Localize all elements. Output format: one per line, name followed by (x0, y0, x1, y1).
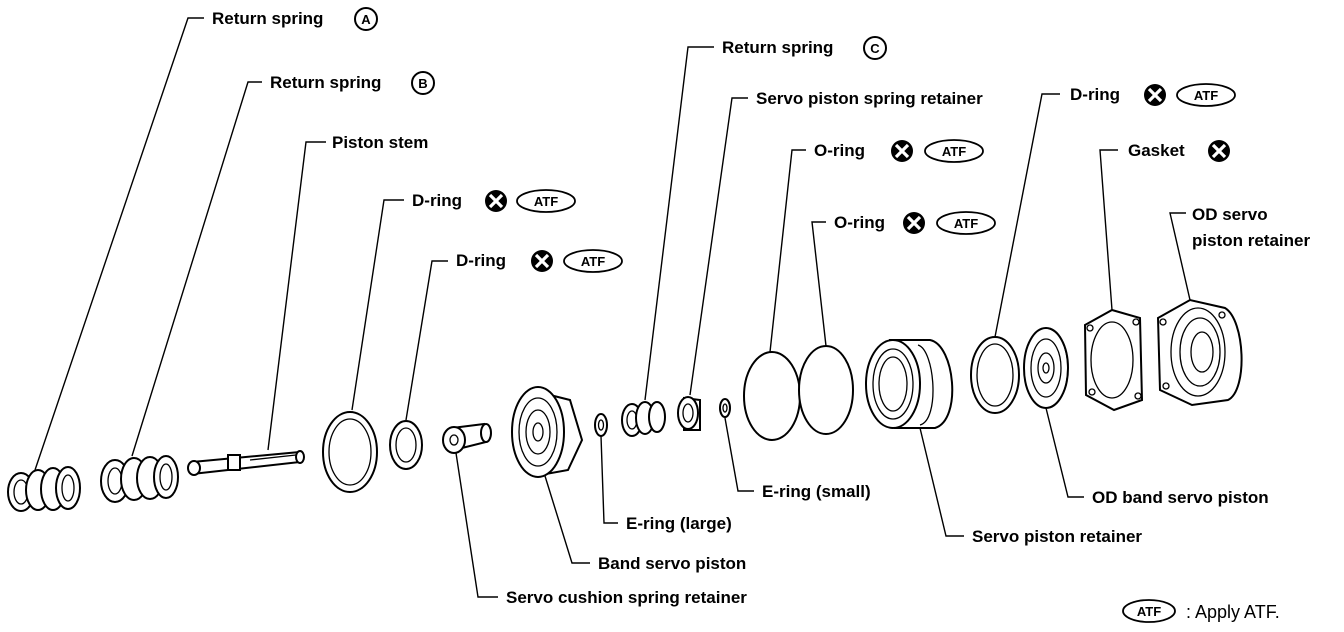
do-not-reuse-icon (1206, 138, 1232, 164)
legend: ATF : Apply ATF. (1122, 599, 1280, 623)
o-ring-2-part (798, 345, 854, 435)
badge-a-text: A (361, 12, 371, 27)
d-ring-large-part (322, 411, 378, 493)
label-band-servo-piston: Band servo piston (598, 554, 746, 573)
do-not-reuse-icon (889, 138, 915, 164)
label-e-ring-small: E-ring (small) (762, 482, 871, 501)
servo-cushion-spring-retainer-part (442, 422, 492, 454)
gasket-part (1083, 308, 1144, 412)
label-e-ring-large: E-ring (large) (626, 514, 732, 533)
return-spring-c-part (621, 401, 666, 437)
label-od-servo-piston-retainer-1: OD servo (1192, 205, 1268, 224)
label-servo-piston-retainer: Servo piston retainer (972, 527, 1142, 546)
atf-badge-text: ATF (954, 216, 978, 231)
label-o-ring-2: O-ring (834, 213, 885, 232)
e-ring-large-part (594, 413, 608, 437)
atf-badge-3: ATF (924, 139, 984, 163)
label-return-spring-a: Return spring (212, 9, 323, 28)
do-not-reuse-icon (901, 210, 927, 236)
badge-c: C (863, 36, 887, 60)
label-d-ring-3: D-ring (1070, 85, 1120, 104)
badge-c-text: C (870, 41, 880, 56)
label-return-spring-b: Return spring (270, 73, 381, 92)
e-ring-small-part (719, 398, 731, 418)
label-servo-piston-spring-retainer: Servo piston spring retainer (756, 89, 983, 108)
label-d-ring-2: D-ring (456, 251, 506, 270)
do-not-reuse-icon (1142, 82, 1168, 108)
do-not-reuse-icon (529, 248, 555, 274)
legend-atf-symbol: ATF (1137, 604, 1161, 619)
label-od-band-servo-piston: OD band servo piston (1092, 488, 1269, 507)
atf-badge-text: ATF (1194, 88, 1218, 103)
atf-badge-1: ATF (516, 189, 576, 213)
badge-b-text: B (418, 76, 427, 91)
d-ring-3-part (970, 336, 1020, 414)
legend-text: : Apply ATF. (1186, 602, 1280, 622)
label-od-servo-piston-retainer-2: piston retainer (1192, 231, 1310, 250)
label-gasket: Gasket (1128, 141, 1185, 160)
badge-b: B (411, 71, 435, 95)
od-band-servo-piston-part (1023, 327, 1069, 409)
o-ring-1-part (743, 351, 801, 441)
atf-badge-4: ATF (936, 211, 996, 235)
piston-stem-part (187, 450, 305, 476)
label-piston-stem: Piston stem (332, 133, 428, 152)
leader-lines (34, 17, 1191, 598)
atf-badge-text: ATF (581, 254, 605, 269)
d-ring-small-part (389, 420, 423, 470)
servo-piston-retainer-part (865, 339, 954, 429)
od-servo-piston-retainer-part (1156, 298, 1243, 407)
band-servo-piston-part (511, 386, 584, 478)
atf-badge-text: ATF (534, 194, 558, 209)
atf-badge-5: ATF (1176, 83, 1236, 107)
return-spring-b-part (100, 455, 179, 503)
atf-badge-text: ATF (942, 144, 966, 159)
label-servo-cushion-spring-retainer: Servo cushion spring retainer (506, 588, 747, 607)
atf-badge-2: ATF (563, 249, 623, 273)
servo-piston-spring-retainer-part (677, 396, 701, 431)
badge-a: A (354, 7, 378, 31)
do-not-reuse-icon (483, 188, 509, 214)
label-o-ring-1: O-ring (814, 141, 865, 160)
return-spring-a-part (7, 466, 81, 512)
label-return-spring-c: Return spring (722, 38, 833, 57)
label-d-ring-1: D-ring (412, 191, 462, 210)
